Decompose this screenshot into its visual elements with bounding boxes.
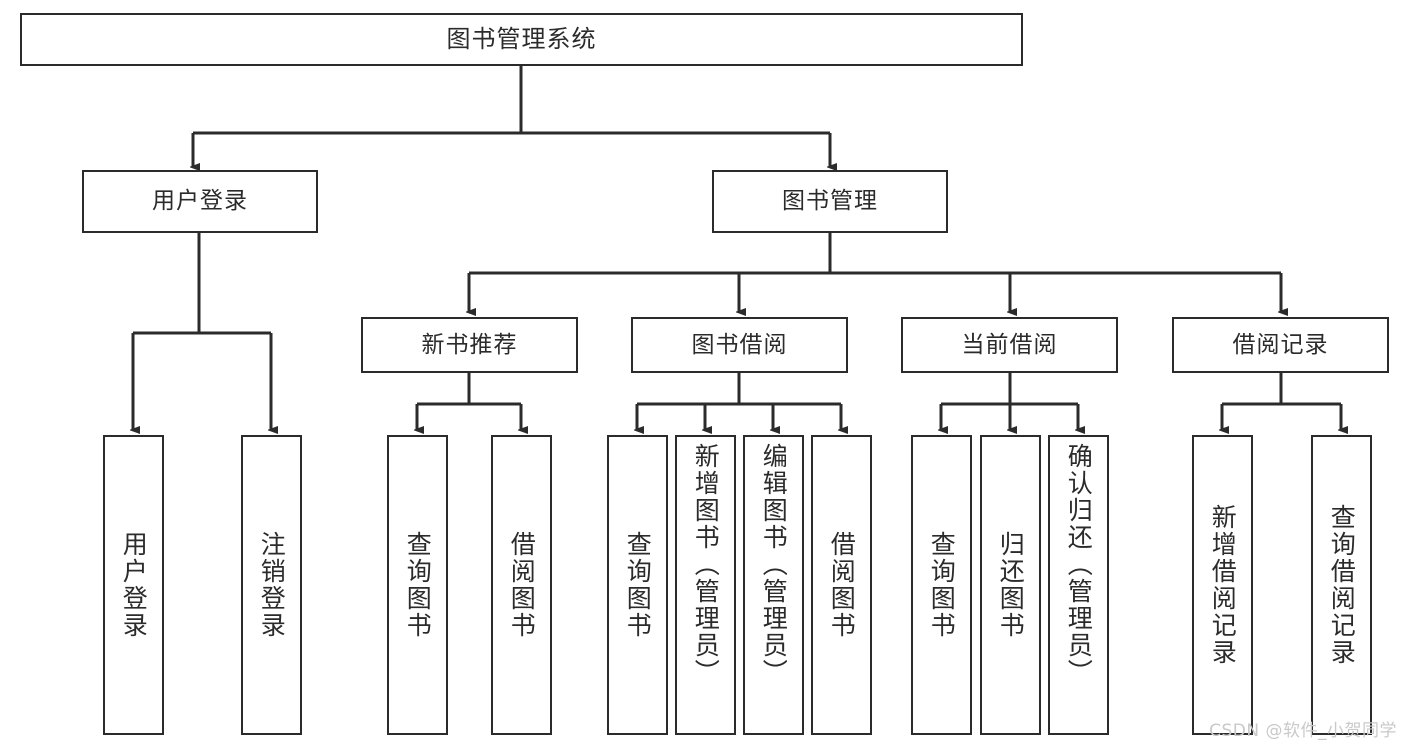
leaf-book-borrow-query-books[interactable]: 查询图书 [607, 435, 668, 735]
node-label: 归还图书 [996, 531, 1026, 639]
node-label: 图书管理 [782, 188, 878, 215]
node-current-borrow[interactable]: 当前借阅 [901, 317, 1118, 373]
node-label: 新增借阅记录 [1208, 504, 1238, 666]
watermark-text: CSDN @软件_小贺同学 [1209, 721, 1397, 741]
leaf-book-borrow-add-book-admin[interactable]: 新增图书（管理员） [675, 435, 736, 735]
leaf-borrow-record-query-record[interactable]: 查询借阅记录 [1311, 435, 1372, 735]
leaf-book-borrow-borrow-books[interactable]: 借阅图书 [811, 435, 872, 735]
node-label: 图书借阅 [691, 331, 788, 358]
leaf-user-login-logout[interactable]: 注销登录 [241, 435, 302, 735]
node-label: 用户登录 [152, 188, 248, 215]
node-book-borrow[interactable]: 图书借阅 [631, 317, 848, 373]
node-label: 当前借阅 [961, 331, 1058, 358]
node-label: 借阅图书 [507, 531, 537, 639]
node-label: 注销登录 [257, 531, 287, 639]
leaf-current-borrow-return-books[interactable]: 归还图书 [980, 435, 1041, 735]
node-label: 用户登录 [119, 531, 149, 639]
node-label: 查询图书 [927, 531, 957, 639]
leaf-user-login-login[interactable]: 用户登录 [103, 435, 164, 735]
leaf-new-book-borrow-books[interactable]: 借阅图书 [491, 435, 552, 735]
node-label: 查询图书 [403, 531, 433, 639]
leaf-current-borrow-query-books[interactable]: 查询图书 [911, 435, 972, 735]
node-borrow-record[interactable]: 借阅记录 [1172, 317, 1389, 373]
node-label: 编辑图书（管理员） [759, 443, 789, 686]
node-label: 查询借阅记录 [1327, 504, 1357, 666]
leaf-book-borrow-edit-book-admin[interactable]: 编辑图书（管理员） [743, 435, 804, 735]
leaf-current-borrow-confirm-return-admin[interactable]: 确认归还（管理员） [1048, 435, 1109, 735]
node-label: 借阅图书 [827, 531, 857, 639]
node-label: 借阅记录 [1232, 331, 1329, 358]
leaf-borrow-record-add-record[interactable]: 新增借阅记录 [1192, 435, 1253, 735]
node-new-book-recommend[interactable]: 新书推荐 [361, 317, 578, 373]
node-root-system[interactable]: 图书管理系统 [20, 13, 1023, 66]
node-label: 确认归还（管理员） [1064, 443, 1094, 686]
leaf-new-book-query-books[interactable]: 查询图书 [387, 435, 448, 735]
node-label: 图书管理系统 [446, 24, 597, 53]
node-label: 新书推荐 [421, 331, 518, 358]
node-user-login[interactable]: 用户登录 [82, 170, 318, 233]
node-label: 查询图书 [623, 531, 653, 639]
node-book-management[interactable]: 图书管理 [712, 170, 948, 233]
node-label: 新增图书（管理员） [691, 443, 721, 686]
